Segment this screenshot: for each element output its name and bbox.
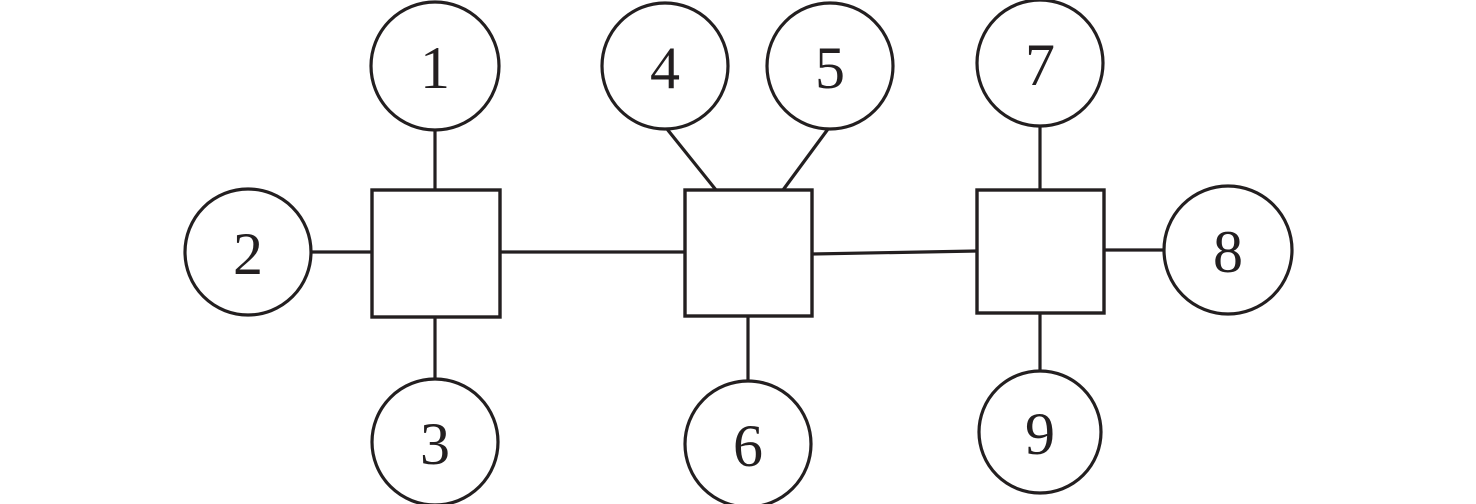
circle-node-label: 3	[420, 411, 450, 477]
circle-shape	[977, 369, 1103, 495]
circle-shape	[369, 0, 501, 132]
circle-shape	[683, 379, 813, 504]
circle-node-4[interactable]: 4	[600, 1, 730, 131]
circle-node-7[interactable]: 7	[975, 0, 1105, 128]
square-node-s1[interactable]	[370, 188, 502, 319]
circle-nodes-layer: 1 2 3 4 5 6 7 8 9	[183, 0, 1294, 504]
square-nodes-layer	[370, 188, 1106, 319]
circle-shape	[183, 187, 313, 317]
circle-node-9[interactable]: 9	[977, 369, 1103, 495]
edge-c5-s2	[781, 128, 830, 191]
square-shape	[683, 188, 814, 318]
square-shape	[370, 188, 502, 319]
circle-shape	[765, 1, 895, 131]
circle-node-label: 5	[815, 35, 845, 101]
edge-s2-s3	[811, 249, 978, 256]
circle-node-5[interactable]: 5	[765, 1, 895, 131]
circle-node-6[interactable]: 6	[683, 379, 813, 504]
edges-layer	[311, 126, 1164, 381]
circle-node-label: 1	[420, 35, 450, 101]
edge-c4-s2	[665, 127, 718, 192]
circle-shape	[1162, 184, 1294, 316]
circle-shape	[370, 377, 500, 504]
circle-node-label: 6	[733, 413, 763, 479]
circle-shape	[600, 1, 730, 131]
circle-node-2[interactable]: 2	[183, 187, 313, 317]
square-shape	[975, 188, 1106, 315]
circle-node-label: 7	[1025, 32, 1055, 98]
circle-node-8[interactable]: 8	[1162, 184, 1294, 316]
circle-node-3[interactable]: 3	[370, 377, 500, 504]
square-node-s3[interactable]	[975, 188, 1106, 315]
circle-node-label: 8	[1213, 219, 1243, 285]
circle-node-1[interactable]: 1	[369, 0, 501, 132]
square-node-s2[interactable]	[683, 188, 814, 318]
circle-node-label: 4	[650, 35, 680, 101]
circle-shape	[975, 0, 1105, 128]
circle-node-label: 9	[1025, 401, 1055, 467]
circle-node-label: 2	[233, 221, 263, 287]
